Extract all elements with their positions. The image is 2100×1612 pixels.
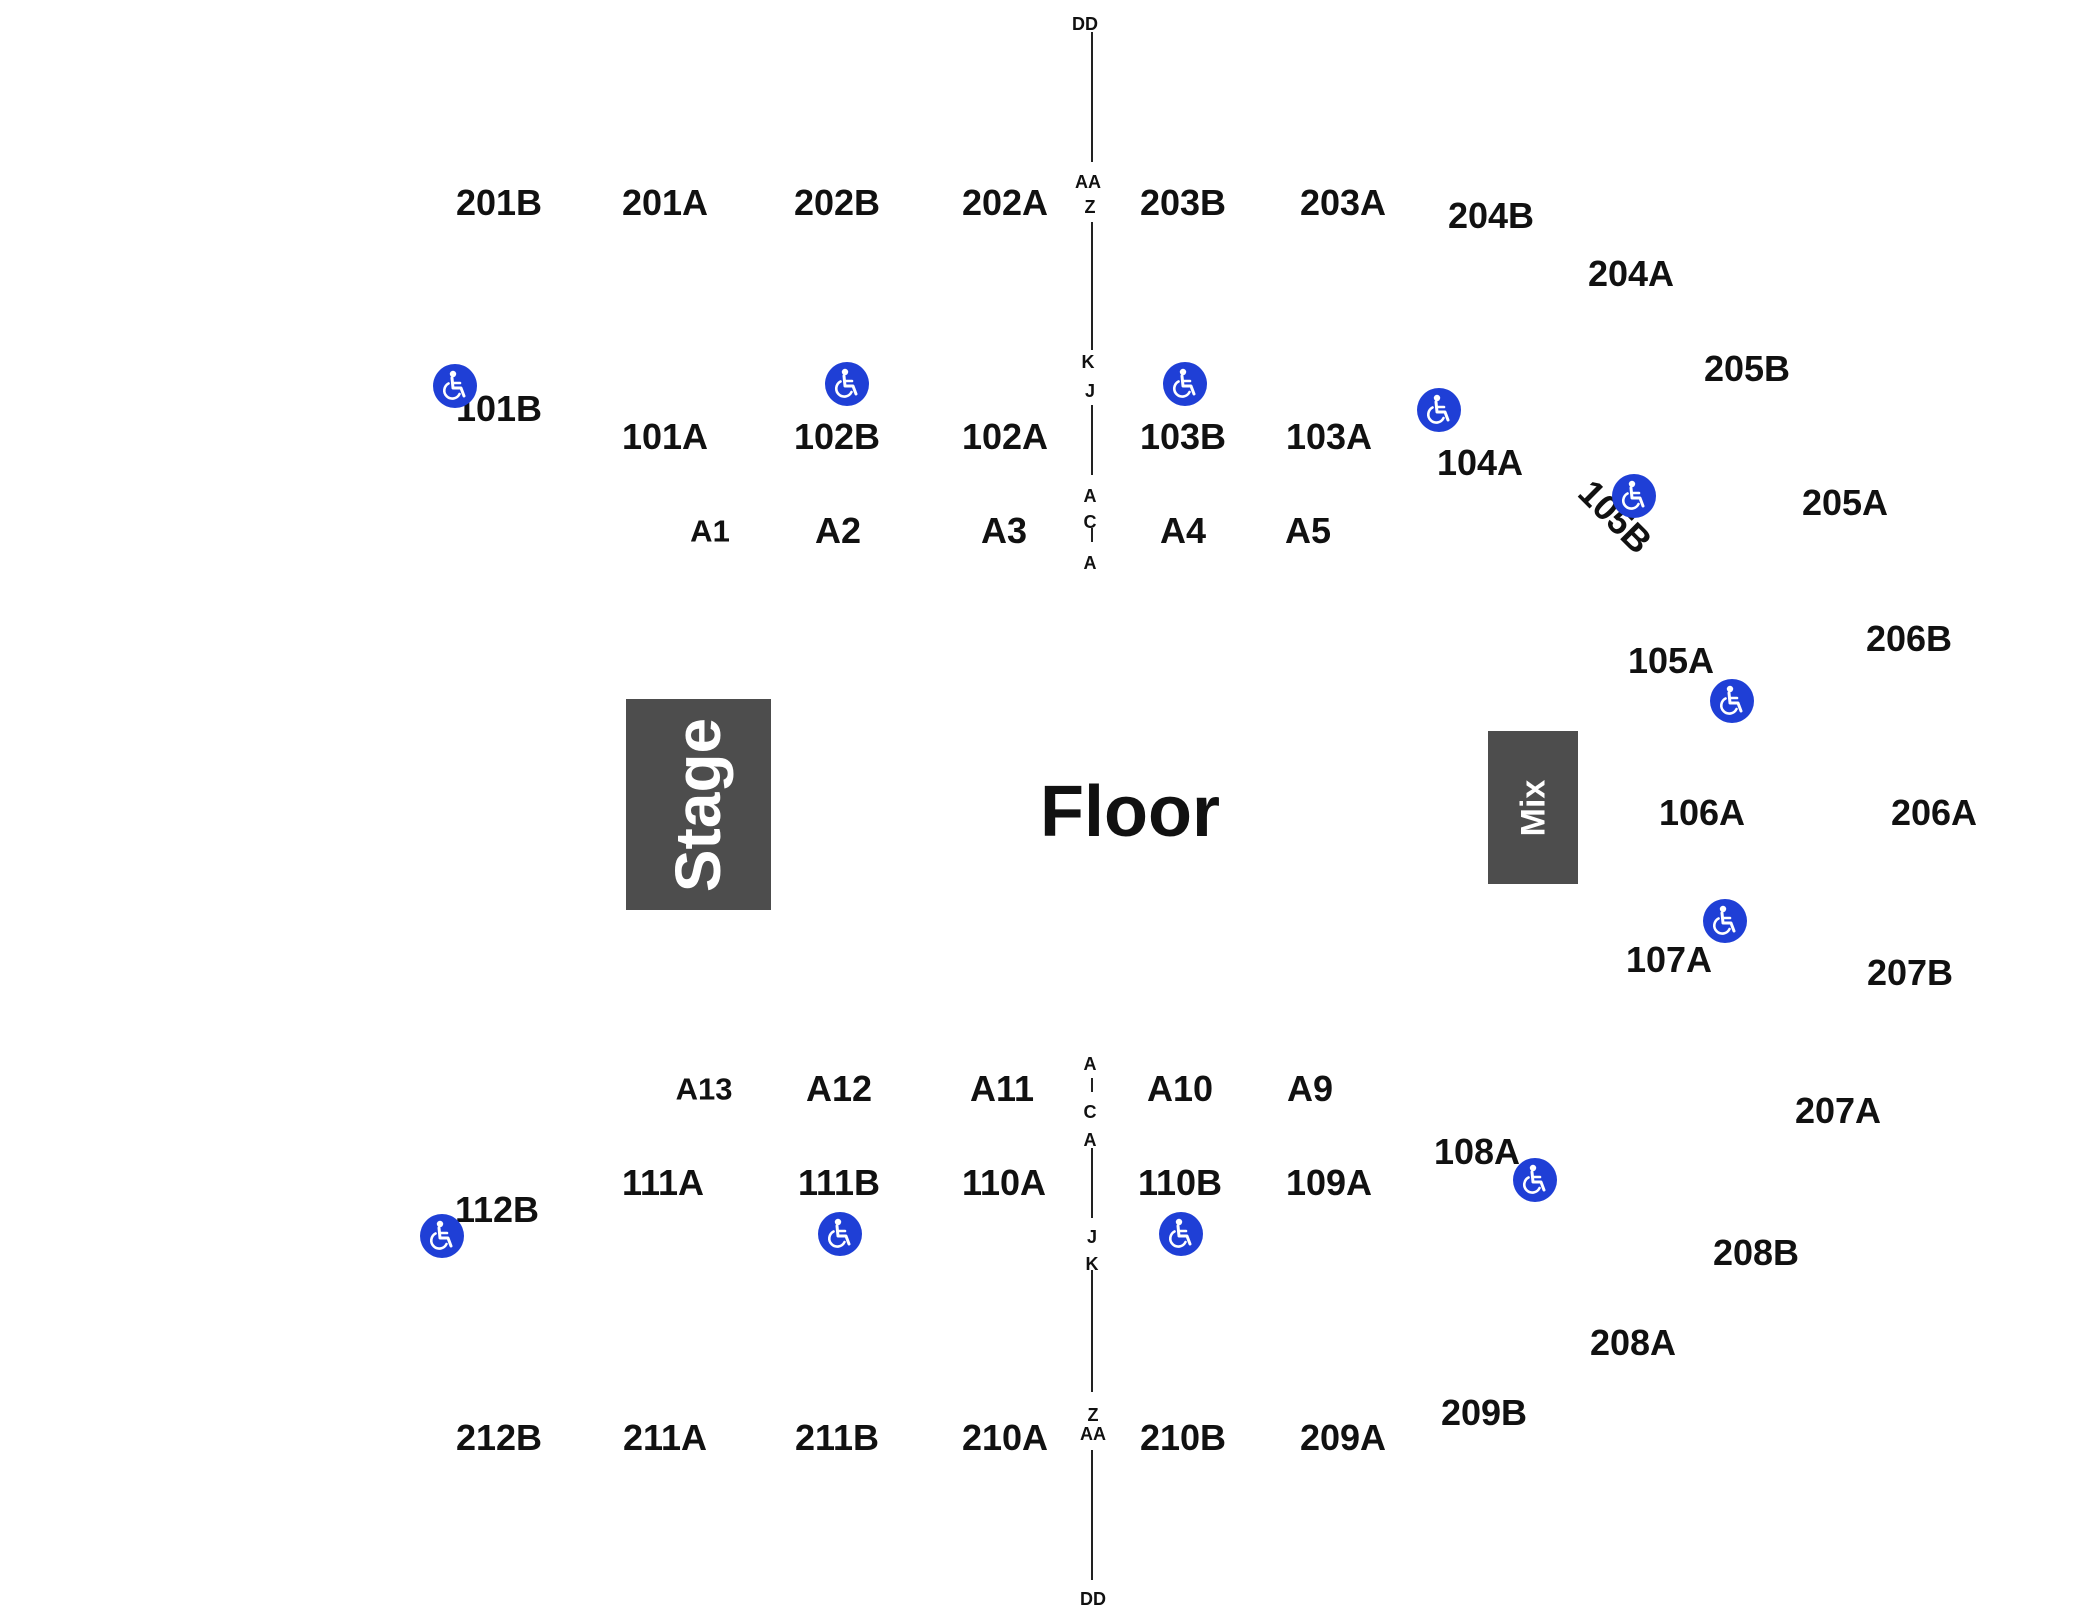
section-210A[interactable]: 210A [961,1417,1049,1458]
section-103A[interactable]: 103A [1285,416,1373,457]
stage-area[interactable]: Stage [626,699,771,910]
section-A4[interactable]: A4 [1159,510,1207,551]
section-206A[interactable]: 206A [1890,792,1978,833]
wheelchair-icon [1612,474,1656,518]
section-205A[interactable]: 205A [1801,482,1889,523]
section-109A[interactable]: 109A [1285,1162,1373,1203]
aisle-row-label: Z [1084,197,1096,217]
aisle-row-label: AA [1080,1424,1106,1444]
section-A9[interactable]: A9 [1286,1068,1334,1109]
top-aisle-line-tick [1091,528,1093,542]
section-211B[interactable]: 211B [794,1417,880,1458]
wheelchair-icon [818,1212,862,1256]
section-104A[interactable]: 104A [1436,442,1524,483]
aisle-row-label: K [1081,352,1095,372]
section-110A[interactable]: 110A [961,1162,1047,1203]
section-203B[interactable]: 203B [1139,182,1227,223]
aisle-row-label: A [1083,553,1097,573]
section-207B[interactable]: 207B [1866,952,1954,993]
section-201B[interactable]: 201B [455,182,543,223]
section-102A[interactable]: 102A [961,416,1049,457]
wheelchair-icon [825,362,869,406]
section-210B[interactable]: 210B [1139,1417,1227,1458]
wheelchair-icon [1163,362,1207,406]
aisle-row-label: J [1086,1227,1098,1247]
wheelchair-icon [1513,1158,1557,1202]
section-211A[interactable]: 211A [622,1417,708,1458]
aisle-row-label: C [1083,1102,1097,1122]
section-106A[interactable]: 106A [1658,792,1746,833]
section-208A[interactable]: 208A [1589,1322,1677,1363]
section-205B[interactable]: 205B [1703,348,1791,389]
bottom-aisle-line-upper [1091,1148,1093,1218]
section-A11[interactable]: A11 [969,1068,1035,1109]
section-203A[interactable]: 203A [1299,182,1387,223]
section-102B[interactable]: 102B [793,416,881,457]
aisle-row-label: DD [1072,14,1098,34]
bottom-aisle-line-lower [1091,1450,1093,1580]
top-aisle-line-upper [1091,32,1093,162]
aisle-row-label: A [1083,486,1097,506]
floor-label[interactable]: Floor [1040,772,1220,852]
section-110B[interactable]: 110B [1137,1162,1223,1203]
section-A3[interactable]: A3 [980,510,1028,551]
top-aisle-line-middle [1091,222,1093,350]
section-202B[interactable]: 202B [793,182,881,223]
section-212B[interactable]: 212B [455,1417,543,1458]
section-209B[interactable]: 209B [1440,1392,1528,1433]
wheelchair-icon [1710,679,1754,723]
aisle-row-label: K [1085,1254,1099,1274]
section-111A[interactable]: 111A [621,1162,705,1203]
wheelchair-icon [420,1214,464,1258]
wheelchair-icon [433,364,477,408]
aisle-row-label: J [1084,381,1096,401]
wheelchair-icon [1703,899,1747,943]
wheelchair-icon [1417,388,1461,432]
section-108A[interactable]: 108A [1433,1131,1521,1172]
section-101A[interactable]: 101A [621,416,709,457]
aisle-row-label: C [1083,512,1097,532]
bottom-aisle-line-middle [1091,1270,1093,1392]
section-209A[interactable]: 209A [1299,1417,1387,1458]
section-A13[interactable]: A13 [675,1071,733,1107]
aisle-row-label: A [1083,1130,1097,1150]
section-A5[interactable]: A5 [1284,510,1332,551]
mix-area[interactable]: Mix [1488,731,1578,884]
section-204B[interactable]: 204B [1447,195,1535,236]
section-208B[interactable]: 208B [1712,1232,1800,1273]
section-206B[interactable]: 206B [1865,618,1953,659]
section-107A[interactable]: 107A [1625,939,1713,980]
section-A2[interactable]: A2 [814,510,862,551]
section-204A[interactable]: 204A [1587,253,1675,294]
aisle-row-label: A [1083,1054,1097,1074]
aisle-row-label: Z [1087,1405,1099,1425]
bottom-aisle-line-tick [1091,1078,1093,1092]
section-105A[interactable]: 105A [1627,640,1715,681]
section-111B[interactable]: 111B [797,1162,881,1203]
section-112B[interactable]: 112B [454,1189,540,1230]
section-207A[interactable]: 207A [1794,1090,1882,1131]
wheelchair-icon [1159,1212,1203,1256]
stage-label: Stage [662,717,735,892]
section-A12[interactable]: A12 [805,1068,873,1109]
section-103B[interactable]: 103B [1139,416,1227,457]
section-A1[interactable]: A1 [690,513,730,549]
top-aisle-line-lower [1091,405,1093,475]
aisle-row-label: DD [1080,1589,1106,1609]
mix-label: Mix [1514,779,1552,836]
section-201A[interactable]: 201A [621,182,709,223]
aisle-row-label: AA [1075,172,1101,192]
section-202A[interactable]: 202A [961,182,1049,223]
section-A10[interactable]: A10 [1146,1068,1214,1109]
